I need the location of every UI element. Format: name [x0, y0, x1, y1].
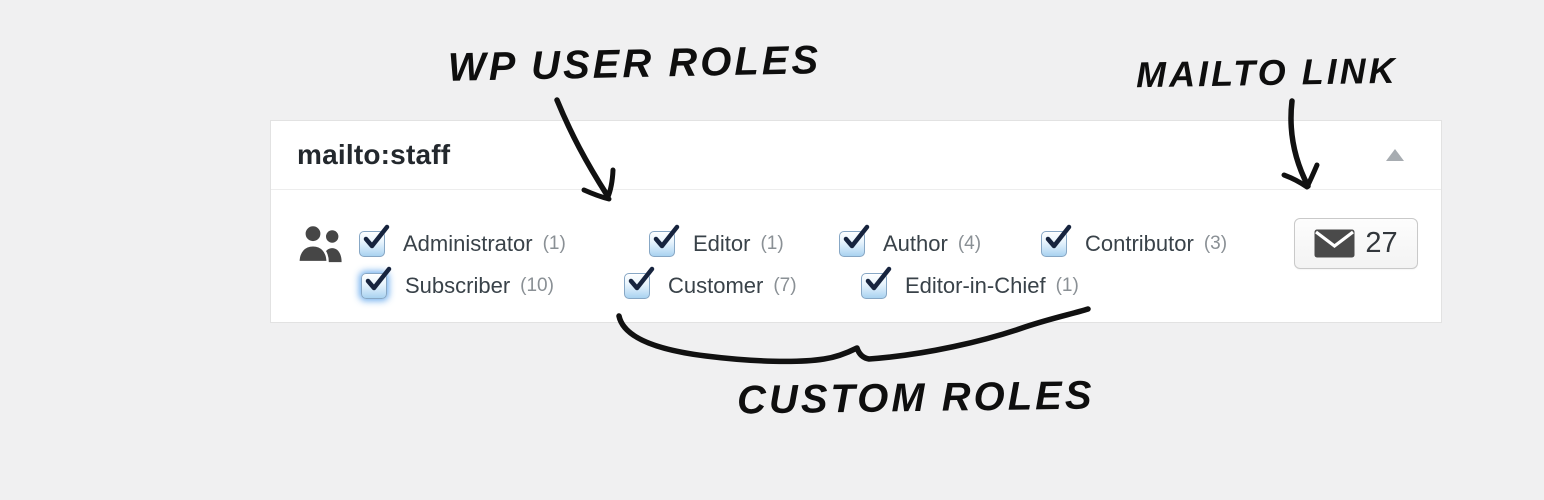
- role-item-editor[interactable]: Editor (1): [649, 224, 784, 258]
- collapse-toggle-button[interactable]: [1377, 121, 1413, 189]
- checkbox-administrator[interactable]: [359, 224, 390, 257]
- role-count: (10): [520, 275, 554, 296]
- checkbox-subscriber[interactable]: [361, 266, 392, 299]
- role-item-editor-in-chief[interactable]: Editor-in-Chief (1): [861, 266, 1079, 300]
- checkbox-customer[interactable]: [624, 266, 655, 299]
- checkbox-author[interactable]: [839, 224, 870, 257]
- role-label[interactable]: Editor: [693, 231, 751, 256]
- users-icon: [297, 224, 342, 263]
- role-label[interactable]: Contributor: [1085, 231, 1194, 256]
- role-count: (4): [957, 233, 982, 254]
- role-item-author[interactable]: Author (4): [839, 224, 982, 258]
- role-label[interactable]: Administrator: [403, 231, 533, 256]
- checkbox-contributor[interactable]: [1041, 224, 1072, 257]
- role-item-administrator[interactable]: Administrator (1): [359, 224, 566, 258]
- mailto-button[interactable]: 27: [1294, 218, 1418, 269]
- role-count: (7): [773, 275, 797, 296]
- role-count: (1): [760, 233, 784, 254]
- role-count: (3): [1203, 233, 1228, 254]
- mailto-staff-metabox: mailto:staff Administrator (1) Editor (1…: [270, 120, 1442, 323]
- role-item-customer[interactable]: Customer (7): [624, 266, 797, 300]
- mailto-count: 27: [1365, 227, 1398, 259]
- role-label[interactable]: Subscriber: [405, 273, 511, 298]
- checkbox-editor-in-chief[interactable]: [861, 266, 892, 299]
- metabox-title: mailto:staff: [297, 139, 451, 170]
- role-label[interactable]: Author: [883, 231, 948, 256]
- role-item-contributor[interactable]: Contributor (3): [1041, 224, 1228, 258]
- annotation-custom-roles: CUSTOM ROLES: [736, 373, 1095, 423]
- checkbox-editor[interactable]: [649, 224, 680, 257]
- role-count: (1): [542, 233, 566, 254]
- metabox-header: mailto:staff: [271, 121, 1441, 190]
- annotation-mailto-link: MAILTO LINK: [1135, 49, 1398, 96]
- annotation-wp-user-roles: WP USER ROLES: [447, 38, 822, 90]
- role-label[interactable]: Customer: [668, 273, 764, 298]
- envelope-icon: [1314, 229, 1355, 258]
- role-item-subscriber[interactable]: Subscriber (10): [361, 266, 554, 300]
- triangle-up-icon: [1386, 149, 1404, 161]
- role-count: (1): [1055, 275, 1079, 296]
- role-label[interactable]: Editor-in-Chief: [905, 273, 1046, 298]
